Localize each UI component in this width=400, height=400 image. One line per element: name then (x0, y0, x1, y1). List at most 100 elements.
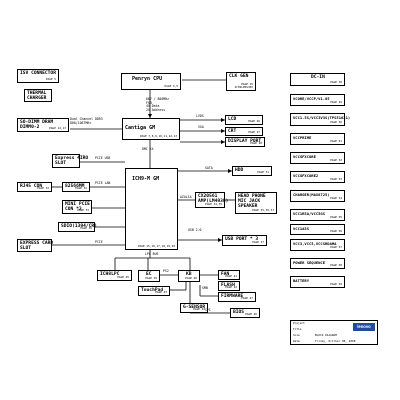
ec-block: EC PAGE 39 (138, 270, 160, 282)
firmware-block: FIRMWARE PAGE 47 (218, 292, 256, 302)
vga-label: VGA (198, 125, 204, 129)
block-page: PAGE 43 (155, 290, 167, 294)
block-page: PAGE 44 (193, 307, 205, 311)
sdio-block: SDIO(1394/CR) PAGE 36 (58, 222, 97, 232)
express-card-block: Express 4IRO SLOT (52, 154, 88, 168)
block-page: PAGE 15,16,17,18,19,20 (137, 244, 175, 248)
spi-label: SPI (205, 308, 211, 312)
block-page: PAGE 12,13 (49, 126, 66, 130)
block-page: PAGE 46 (245, 312, 257, 316)
kb-block: KB PAGE 40 (178, 270, 200, 282)
block-page: PAGE 40 (185, 276, 197, 280)
block-page: PAGE 39 (145, 276, 157, 280)
power-block-title: VCC3,VCC5,VCCSRDAMA (293, 241, 337, 246)
block-title: FLASH (221, 283, 235, 288)
smb-label: SMB (202, 286, 208, 290)
power-block-page: PAGE 52 (330, 158, 342, 162)
block-title: CRT (228, 129, 237, 134)
mini-pcie-block: MINI PCIE CON *3 PAGE 33 (62, 200, 92, 214)
block-title: RJ45 CON (20, 184, 43, 189)
bios-block: BIOS PAGE 46 (230, 308, 260, 318)
power-block: VCCPRIME PAGE 51 (290, 133, 345, 145)
block-page: PAGE 41 (225, 274, 237, 278)
block-page: PAGE 28 (250, 141, 262, 145)
block-title: ICH8LPC (100, 272, 120, 277)
rj45-block: RJ45 CON PAGE 32 (17, 182, 52, 192)
penryn-cpu-block: Penryn CPU PAGE 4,5 (121, 73, 181, 90)
fsb-label: 667 / 800MHz FSB 4X Data 2X Address (146, 97, 170, 112)
power-block-title: CHARGER(MAX8725) (293, 192, 330, 197)
block-page: PAGE 42 (225, 285, 237, 289)
lan-block: 82566MM PAGE 32 (62, 182, 90, 192)
block-page: PAGE 32 (75, 186, 87, 190)
ddr-label: Dual Channel DDR3 800/1067MHz (70, 117, 103, 125)
display-port-block: DISPLAY PORT PAGE 28 (225, 137, 265, 147)
lcd-block: LCD PAGE 26 (225, 115, 263, 125)
fan-block: FAN PAGE 41 (218, 270, 240, 280)
block-page: PAGE 35,36,37 (252, 208, 274, 212)
block-page: PAGE 32 (37, 186, 49, 190)
block-title: 82566MM (65, 184, 85, 189)
block-title: CX20561 AMP(LM4930) (198, 194, 229, 204)
block-title: KB (186, 272, 192, 277)
hda-label: AZALIA (180, 195, 192, 199)
title-row-date: Date (293, 339, 300, 343)
power-block-title: BATTERY (293, 278, 310, 283)
power-block-title: VCC1A5S (293, 226, 310, 231)
clk-gen-block: CLK GEN PAGE 15 ICS9LPRS365 (226, 72, 256, 91)
pcie-usb-label: PCIE USB (95, 156, 111, 160)
block-page: PAGE 5 (45, 77, 56, 81)
power-block: BATTERY PAGE 59 (290, 276, 345, 288)
power-block-title: VCC1R5A/VCC5GS (293, 211, 326, 216)
block-title: BIOS (233, 310, 245, 315)
express-card2-block: EXPRESS CARD SLOT (17, 239, 53, 252)
usb-port-block: USB PORT * 3 PAGE 37 (222, 235, 267, 246)
dc-in-block: DC-IN PAGE 38 (290, 73, 345, 86)
logo-text: lenovo (357, 324, 371, 329)
title-block: Project Title Size Date BLOCK DIAGRAM Fr… (290, 320, 378, 345)
block-title: TouchPad (141, 288, 164, 293)
title-block-grid: Project Title Size Date BLOCK DIAGRAM Fr… (291, 321, 355, 344)
block-title: SO-DIMM DRAM DIMM0-2 (20, 120, 54, 130)
thermal-block: THERMAL CHARGER (24, 89, 52, 102)
head-phone-block: HEAD PHONE MIC JACK SPEAKER PAGE 35,36,3… (235, 192, 277, 214)
ich9m-block: ICH9-M GM PAGE 15,16,17,18,19,20 (125, 168, 178, 250)
block-title: Express 4IRO SLOT (55, 156, 89, 166)
power-block: VCC1A5S PAGE 56 (290, 224, 345, 235)
block-page: PAGE 26 (248, 119, 260, 123)
sata-label: SATA (205, 166, 213, 170)
power-block-title: VCCPRIME (293, 135, 312, 140)
dsv-connector-block: ISV CONNECTOR PAGE 5 (17, 69, 59, 83)
cantiga-block: Cantiga GM PAGE 7,8,9,10,11,12,13 (122, 118, 180, 140)
power-block-page: PAGE 51 (330, 139, 342, 143)
block-title: Cantiga GM (125, 125, 156, 131)
power-block-page: PAGE 50 (330, 120, 342, 124)
title-sheet-date: Friday, Octrber 08, 2008 (315, 339, 356, 343)
block-title: HDD (235, 168, 244, 173)
block-page: PAGE 47 (241, 296, 253, 300)
block-title: DC-IN (311, 75, 325, 80)
power-block-page: PAGE 54 (330, 196, 342, 200)
power-block-page: PAGE 53 (330, 177, 342, 181)
lenovo-logo: lenovo (353, 323, 375, 331)
power-block-title: VCORE/VCCP/V1.05 (293, 96, 330, 101)
title-doc-name: BLOCK DIAGRAM (315, 333, 337, 337)
block-title: HEAD PHONE MIC JACK SPEAKER (238, 194, 266, 209)
block-page: PAGE 37 (252, 240, 264, 244)
power-block-page: PAGE 57 (330, 245, 342, 249)
title-row-size: Size (293, 333, 300, 337)
power-block-page: PAGE 59 (330, 282, 342, 286)
block-page: PAGE 7,8,9,10,11,12,13 (139, 134, 177, 138)
block-page: PAGE 36 (80, 226, 92, 230)
title-row-title: Title (293, 327, 302, 331)
lvds-label: LVDS (196, 114, 204, 118)
so-dimm-block: SO-DIMM DRAM DIMM0-2 PAGE 12,13 (17, 118, 69, 132)
title-row-project: Project (293, 321, 305, 325)
block-page: PAGE 45 (117, 275, 129, 279)
power-block-page: PAGE 56 (330, 229, 342, 233)
